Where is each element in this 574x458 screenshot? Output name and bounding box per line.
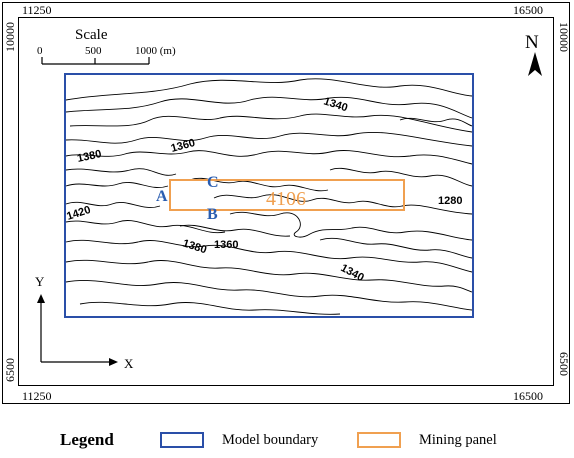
contour-labels: 1340 1380 1360 1420 1380 1360 1340 1280 (65, 95, 462, 284)
contour-label-1380-bottom: 1380 (181, 237, 208, 256)
x-axis-label: X (124, 356, 134, 371)
legend-swatch-mining-panel (357, 432, 401, 448)
y-axis-label: Y (35, 274, 45, 289)
point-a-label: A (156, 188, 168, 205)
contour-label-1420: 1420 (65, 204, 92, 223)
mining-panel (169, 179, 405, 211)
xy-axes: X Y (35, 274, 134, 371)
legend-label-model-boundary: Model boundary (222, 432, 319, 448)
coord-bottom-right: 16500 (513, 389, 543, 403)
mining-panel-id: 4106 (266, 188, 306, 210)
coord-bottom-left: 11250 (22, 389, 52, 403)
north-arrow-icon: N (525, 32, 542, 76)
scale-bar: Scale 0 500 1000 (m) (37, 27, 176, 65)
coord-top-left: 11250 (22, 3, 52, 17)
map-inner-frame (18, 17, 554, 386)
scale-tick-500: 500 (85, 45, 102, 57)
point-b-label: B (207, 206, 218, 223)
model-boundary (64, 73, 474, 318)
coord-top-right: 16500 (513, 3, 543, 17)
contour-label-1340-top: 1340 (322, 95, 349, 114)
point-c-label: C (207, 174, 219, 191)
north-label: N (525, 32, 539, 53)
legend-label-mining-panel: Mining panel (419, 432, 497, 448)
contour-lines (65, 78, 473, 315)
contour-label-1380-top: 1380 (76, 148, 102, 165)
contour-label-1360-bottom: 1360 (214, 239, 238, 251)
map-outer-frame (2, 2, 570, 404)
scale-tick-0: 0 (37, 45, 43, 57)
contour-label-1280: 1280 (438, 195, 462, 207)
legend-swatch-model-boundary (160, 432, 204, 448)
legend-title: Legend (60, 430, 114, 449)
scale-title: Scale (75, 27, 108, 43)
contour-label-1340-bottom: 1340 (339, 262, 366, 284)
scale-tick-1000: 1000 (m) (135, 45, 176, 57)
